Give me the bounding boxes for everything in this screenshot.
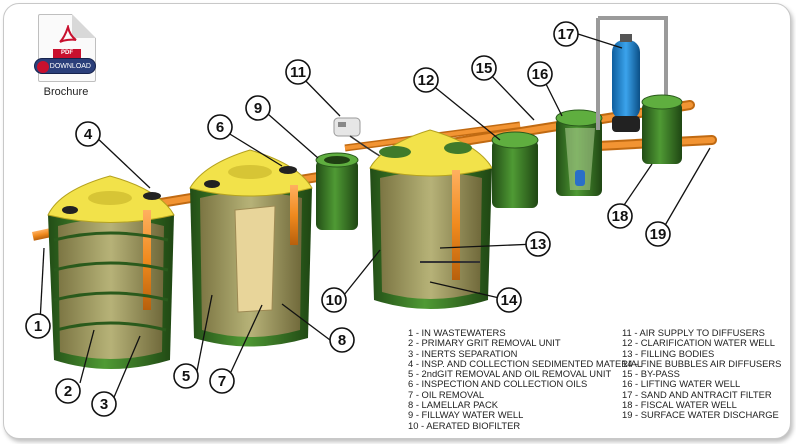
clarification-water-well: [491, 131, 539, 208]
pdf-tag: PDF: [53, 49, 81, 58]
callout-7: 7: [209, 368, 235, 394]
brochure-label: Brochure: [43, 86, 89, 98]
callout-17: 17: [553, 21, 579, 47]
callout-13: 13: [525, 231, 551, 257]
callout-5: 5: [173, 363, 199, 389]
svg-text:3: 3: [100, 396, 108, 413]
legend-item: 18 - FISCAL WATER WELL: [622, 399, 737, 411]
callout-18: 18: [607, 203, 633, 229]
legend-item: 6 - INSPECTION AND COLLECTION OILS: [408, 378, 588, 390]
tank-aerated-biofilter: [369, 129, 493, 309]
legend-left-column: 1 - IN WASTEWATERS 2 - PRIMARY GRIT REMO…: [408, 327, 643, 431]
callout-leaders: [39, 33, 711, 403]
brochure-download[interactable]: PDF DOWNLOAD Brochure: [34, 14, 98, 102]
legend-item: 17 - SAND AND ANTRACIT FILTER: [622, 388, 772, 400]
svg-text:7: 7: [218, 373, 226, 390]
svg-text:13: 13: [530, 236, 547, 253]
callout-10: 10: [321, 287, 347, 313]
sand-antracit-filter: [596, 16, 668, 132]
legend-item: 12 - CLARIFICATION WATER WELL: [622, 337, 775, 349]
download-icon: [37, 61, 49, 73]
legend-item: 2 - PRIMARY GRIT REMOVAL UNIT: [408, 337, 561, 349]
svg-text:19: 19: [650, 226, 667, 243]
callout-2: 2: [55, 378, 81, 404]
callout-3: 3: [91, 391, 117, 417]
legend-item: 8 - LAMELLAR PACK: [408, 399, 498, 411]
legend-item: 5 - 2ndGIT REMOVAL AND OIL REMOVAL UNIT: [408, 368, 612, 380]
svg-text:14: 14: [501, 292, 518, 309]
adobe-pdf-icon: [59, 25, 77, 43]
svg-text:1: 1: [34, 318, 42, 335]
legend-item: 9 - FILLWAY WATER WELL: [408, 409, 524, 421]
callout-12: 12: [413, 67, 439, 93]
callout-9: 9: [245, 95, 271, 121]
legend-item: 19 - SURFACE WATER DISCHARGE: [622, 409, 779, 421]
tank-oil-removal: [189, 149, 313, 347]
fillway-water-well: [315, 152, 359, 230]
callout-1: 1: [25, 313, 51, 339]
svg-text:15: 15: [476, 60, 493, 77]
callout-16: 16: [527, 61, 553, 87]
callout-14: 14: [496, 287, 522, 313]
download-label: DOWNLOAD: [49, 63, 91, 70]
svg-text:18: 18: [612, 208, 629, 225]
svg-text:9: 9: [254, 100, 262, 117]
svg-text:11: 11: [290, 64, 306, 81]
svg-text:6: 6: [216, 119, 224, 136]
svg-text:10: 10: [326, 292, 343, 309]
tank-primary-grit-removal: [47, 175, 175, 369]
svg-text:2: 2: [64, 383, 72, 400]
legend-item: 15 - BY-PASS: [622, 368, 680, 380]
download-button[interactable]: DOWNLOAD: [34, 58, 96, 74]
svg-text:5: 5: [182, 368, 190, 385]
air-blower: [333, 117, 381, 157]
callout-19: 19: [645, 221, 671, 247]
legend-item: 10 - AERATED BIOFILTER: [408, 419, 521, 431]
fiscal-water-well: [641, 94, 683, 164]
legend-item: 1 - IN WASTEWATERS: [408, 327, 506, 338]
legend-item: 13 - FILLING BODIES: [622, 347, 715, 359]
callout-8: 8: [329, 327, 355, 353]
legend-right-column: 11 - AIR SUPPLY TO DIFFUSERS 12 - CLARIF…: [622, 327, 782, 421]
svg-text:4: 4: [84, 126, 93, 143]
callout-markers: 1 2 3 4 5 6 7 8 9 10 11 12 13 14 15 16 1…: [25, 21, 671, 417]
lifting-water-well: [555, 109, 603, 196]
callout-15: 15: [471, 55, 497, 81]
legend-item: 4 - INSP. AND COLLECTION SEDIMENTED MATE…: [408, 357, 643, 369]
svg-text:17: 17: [558, 26, 575, 43]
legend-item: 3 - INERTS SEPARATION: [408, 347, 518, 359]
callout-11: 11: [285, 59, 311, 85]
legend-item: 14 - FINE BUBBLES AIR DIFFUSERS: [622, 357, 782, 369]
callout-4: 4: [75, 121, 101, 147]
svg-text:12: 12: [418, 72, 435, 89]
legend-item: 7 - OIL REMOVAL: [408, 388, 485, 400]
svg-text:16: 16: [532, 66, 549, 83]
legend-item: 16 - LIFTING WATER WELL: [622, 378, 741, 390]
callout-6: 6: [207, 114, 233, 140]
svg-text:8: 8: [338, 332, 346, 349]
legend-item: 11 - AIR SUPPLY TO DIFFUSERS: [622, 327, 765, 338]
